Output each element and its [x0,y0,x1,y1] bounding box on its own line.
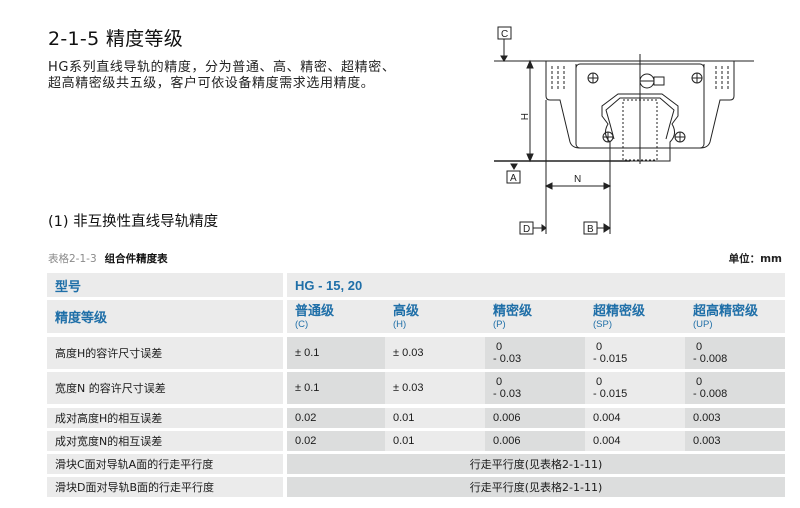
upper-tolerance: 0 [596,376,603,388]
section-intro: HG系列直线导轨的精度，分为普通、高、精密、超精密、 超高精密级共五级，客户可依… [48,60,468,92]
value-cell: 0.02 [287,408,385,428]
upper-tolerance: 0 [696,376,703,388]
value-cell: 0.004 [585,408,685,428]
label-d: D [523,224,530,235]
grade-code: (C) [295,318,309,330]
intro-line-2: 超高精密级共五级，客户可依设备精度需求选用精度。 [48,76,375,91]
grade-c: 普通级 (C) [287,300,385,333]
table-row-model: 型号 HG - 15, 20 [47,273,785,297]
grade-code: (SP) [593,318,612,330]
value-cell: ± 0.1 [287,337,385,369]
label-h: H [518,113,529,120]
lower-tolerance: - 0.008 [693,388,728,400]
upper-tolerance: 0 [596,341,603,353]
section-title: 2-1-5 精度等级 [48,28,184,50]
value-cell: 0.006 [485,431,585,451]
grade-up: 超高精密级 (UP) [685,300,785,333]
label-a: A [510,173,517,184]
grade-p: 精密级 (P) [485,300,585,333]
span-value-cell: 行走平行度(见表格2-1-11) [287,454,785,474]
grade-name: 普通级 [295,303,335,319]
table-row: 滑块D面对导轨B面的行走平行度 行走平行度(见表格2-1-11) [47,477,785,497]
grade-sp: 超精密级 (SP) [585,300,685,333]
upper-tolerance: 0 [496,341,503,353]
lower-tolerance: - 0.008 [693,353,728,365]
table-row: 宽度N 的容许尺寸误差 ± 0.1 ± 0.03 0 - 0.03 0 - 0.… [47,372,785,404]
model-value: HG - 15, 20 [295,277,363,293]
rail-block-diagram: C A D B N H [494,26,754,235]
upper-tolerance: 0 [696,341,703,353]
value-cell: 0 - 0.015 [585,372,685,404]
row-label: 宽度N 的容许尺寸误差 [47,372,283,404]
table-caption-name: 组合件精度表 [104,253,168,265]
lower-tolerance: - 0.015 [593,388,628,400]
row-label: 高度H的容许尺寸误差 [47,337,283,369]
value-cell: 0 - 0.008 [685,337,785,369]
value-cell: 0.003 [685,408,785,428]
row-label: 成对高度H的相互误差 [47,408,283,428]
intro-line-1: HG系列直线导轨的精度，分为普通、高、精密、超精密、 [48,60,396,75]
value-cell: 0.01 [385,431,485,451]
row-label: 成对宽度N的相互误差 [47,431,283,451]
lower-tolerance: - 0.03 [493,353,522,365]
model-value-cell: HG - 15, 20 [287,273,785,297]
label-c: C [501,29,508,40]
value-cell: 0.02 [287,431,385,451]
grade-name: 超精密级 [593,303,646,319]
value-cell: 0.004 [585,431,685,451]
table-row: 滑块C面对导轨A面的行走平行度 行走平行度(见表格2-1-11) [47,454,785,474]
row-label: 滑块C面对导轨A面的行走平行度 [47,454,283,474]
grade-name: 高级 [393,303,420,319]
unit-label: 单位：mm [728,253,782,265]
value-cell: ± 0.03 [385,337,485,369]
value-cell: 0.01 [385,408,485,428]
label-b: B [587,224,594,235]
grade-h: 高级 (H) [385,300,485,333]
table-row-grade: 精度等级 普通级 (C) 高级 (H) 精密级 (P) 超精密级 (SP) 超高… [47,300,785,333]
model-label: 型号 [47,273,283,297]
value-cell: 0 - 0.03 [485,372,585,404]
label-n: N [574,174,581,185]
table-row: 成对宽度N的相互误差 0.02 0.01 0.006 0.004 0.003 [47,431,785,451]
row-label: 滑块D面对导轨B面的行走平行度 [47,477,283,497]
grade-code: (H) [393,318,407,330]
grade-label: 精度等级 [47,300,283,333]
span-value-cell: 行走平行度(见表格2-1-11) [287,477,785,497]
value-cell: ± 0.03 [385,372,485,404]
grade-name: 精密级 [493,303,533,319]
grade-code: (UP) [693,318,713,330]
grade-name: 超高精密级 [693,303,759,319]
value-cell: 0 - 0.03 [485,337,585,369]
value-cell: 0 - 0.015 [585,337,685,369]
value-cell: 0.006 [485,408,585,428]
upper-tolerance: 0 [496,376,503,388]
lower-tolerance: - 0.015 [593,353,628,365]
value-cell: ± 0.1 [287,372,385,404]
grade-code: (P) [493,318,506,330]
table-row: 高度H的容许尺寸误差 ± 0.1 ± 0.03 0 - 0.03 0 - 0.0… [47,337,785,369]
subsection-title: (1) 非互换性直线导轨精度 [48,214,219,230]
lower-tolerance: - 0.03 [493,388,522,400]
table-caption: 表格2-1-3 组合件精度表 [48,251,168,266]
value-cell: 0.003 [685,431,785,451]
table-caption-number: 表格2-1-3 [48,253,97,265]
table-row: 成对高度H的相互误差 0.02 0.01 0.006 0.004 0.003 [47,408,785,428]
value-cell: 0 - 0.008 [685,372,785,404]
